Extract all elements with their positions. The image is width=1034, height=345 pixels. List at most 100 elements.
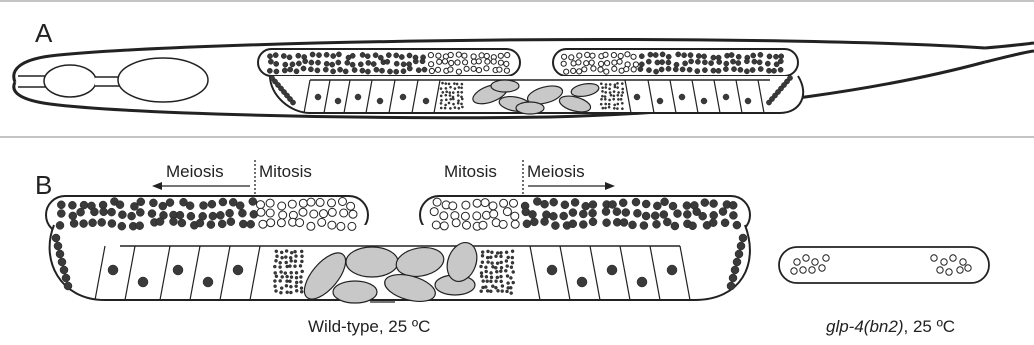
germline-nucleus	[646, 59, 651, 64]
germline-nucleus	[603, 52, 608, 57]
germline-nucleus	[483, 211, 491, 219]
germline-nucleus	[159, 202, 167, 210]
germline-nucleus	[463, 60, 468, 65]
germline-nucleus	[98, 218, 106, 226]
germline-nucleus	[758, 52, 763, 57]
germline-nucleus	[688, 53, 693, 58]
germline-nucleus	[69, 212, 77, 220]
germline-nucleus	[582, 202, 590, 210]
sperm	[486, 256, 489, 259]
germline-nucleus	[653, 52, 658, 57]
germline-nucleus	[407, 53, 412, 58]
sperm	[286, 275, 289, 278]
mitotic-nucleus	[809, 267, 815, 273]
sperm	[495, 255, 498, 258]
germline-nucleus	[561, 201, 569, 209]
germline-nucleus	[116, 201, 124, 209]
germline-nucleus	[324, 61, 329, 66]
germline-nucleus	[386, 53, 391, 58]
germline-nucleus	[456, 69, 461, 74]
sperm	[487, 261, 490, 264]
sperm	[486, 280, 489, 283]
sperm	[301, 255, 304, 258]
germline-nucleus	[571, 68, 576, 73]
sperm	[279, 291, 282, 294]
germline-nucleus	[430, 208, 438, 216]
germline-nucleus	[711, 68, 716, 73]
germline-nucleus	[471, 66, 476, 71]
sperm	[496, 252, 499, 255]
germline-nucleus	[350, 62, 355, 67]
mitotic-nucleus	[937, 267, 943, 273]
germline-nucleus	[77, 208, 85, 216]
germline-nucleus	[196, 219, 204, 227]
germline-nucleus	[695, 59, 700, 64]
sperm	[500, 255, 503, 258]
germline-nucleus	[90, 208, 98, 216]
germline-nucleus	[267, 68, 272, 73]
right-meiosis-label: Meiosis	[527, 162, 585, 181]
germline-nucleus	[739, 234, 747, 242]
germline-nucleus	[622, 209, 630, 217]
mitotic-nucleus	[819, 265, 825, 271]
germline-nucleus	[687, 67, 692, 72]
germline-nucleus	[661, 198, 669, 206]
sperm	[285, 284, 288, 287]
germline-nucleus	[52, 234, 60, 242]
mitotic-nucleus	[812, 259, 818, 265]
germline-nucleus	[324, 52, 329, 57]
germline-nucleus	[89, 219, 97, 227]
germline-nucleus	[680, 67, 685, 72]
sperm	[290, 276, 293, 279]
germline-nucleus	[315, 68, 320, 73]
germline-nucleus	[433, 198, 441, 206]
germline-nucleus	[702, 54, 707, 59]
germline-nucleus	[387, 69, 392, 74]
germline-nucleus	[729, 211, 737, 219]
sperm	[601, 95, 603, 97]
germline-nucleus	[187, 212, 195, 220]
sperm	[510, 292, 513, 295]
germline-nucleus	[653, 220, 661, 228]
sperm	[605, 91, 607, 93]
germline-nucleus	[631, 67, 636, 72]
sperm	[621, 102, 623, 104]
germline-nucleus	[57, 201, 65, 209]
sperm	[300, 250, 303, 253]
sperm	[506, 290, 509, 293]
germline-nucleus	[56, 250, 64, 258]
oocyte-nucleus	[335, 98, 341, 104]
germline-nucleus	[689, 222, 697, 230]
germline-nucleus	[366, 60, 371, 65]
germline-nucleus	[744, 69, 749, 74]
germline-nucleus	[485, 59, 490, 64]
germline-nucleus	[744, 59, 749, 64]
germline-nucleus	[338, 67, 343, 72]
sperm	[274, 285, 277, 288]
sperm	[613, 95, 615, 97]
germline-nucleus	[290, 100, 295, 105]
germline-nucleus	[128, 212, 136, 220]
germline-nucleus	[352, 67, 357, 72]
germline-nucleus	[259, 220, 267, 228]
germline-nucleus	[301, 66, 306, 71]
germline-nucleus	[489, 202, 497, 210]
germline-nucleus	[639, 62, 644, 67]
germline-nucleus	[449, 60, 454, 65]
sperm	[480, 275, 483, 278]
germline-nucleus	[481, 199, 489, 207]
sperm	[617, 98, 619, 100]
germline-nucleus	[219, 198, 227, 206]
germline-nucleus	[695, 69, 700, 74]
sperm	[280, 251, 283, 254]
germline-nucleus	[316, 198, 324, 206]
sperm	[617, 87, 619, 89]
germline-nucleus	[651, 212, 659, 220]
sperm	[276, 255, 279, 258]
sperm	[279, 261, 282, 264]
germline-nucleus	[310, 52, 315, 57]
sperm	[281, 275, 284, 278]
germline-nucleus	[752, 59, 757, 64]
germline-nucleus	[170, 218, 178, 226]
